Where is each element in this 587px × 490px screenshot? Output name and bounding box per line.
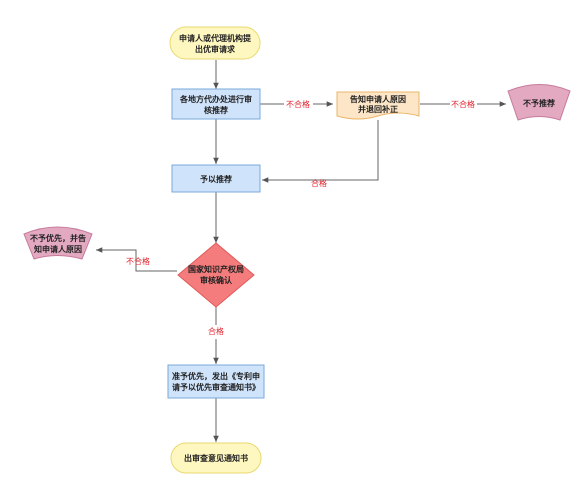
node-not-prioritized: 不予优先，并告 知申请人原因: [23, 226, 93, 260]
node-cnipa-review-line-2: 审核确认: [200, 275, 233, 285]
node-end: 出审查意见通知书: [170, 442, 262, 474]
node-approved-shape: [167, 364, 265, 399]
node-notify-correct: 告知申请人原因 并退回补正: [336, 91, 420, 120]
node-not-prioritized-shape: [23, 226, 93, 260]
node-end-line-1: 出审查意见通知书: [184, 453, 248, 463]
node-cnipa-review-line-1: 国家知识产权局: [188, 264, 244, 274]
edge-label-pass-2: 合格: [208, 326, 224, 336]
node-notify-correct-line-2: 并退回补正: [358, 104, 398, 114]
node-notify-correct-shape: [336, 91, 420, 120]
edge-cnipa-to-not-prioritized: [96, 247, 177, 272]
node-recommended-shape: [171, 164, 261, 193]
edge-label-fail-2: 不合格: [451, 99, 475, 109]
node-start-line-2: 出优审请求: [195, 44, 236, 54]
edge-label-fail-3: 不合格: [126, 256, 150, 266]
node-not-recommended: 不予推荐: [507, 84, 571, 121]
node-approved: 准予优先，发出《专利申 请予以优先审查通知书》: [167, 364, 265, 399]
node-approved-line-1: 准予优先，发出《专利申: [172, 371, 260, 381]
node-cnipa-review-shape: [177, 242, 255, 308]
node-start: 申请人或代理机构提 出优审请求: [169, 26, 261, 60]
node-recommend-review-shape: [171, 88, 261, 120]
node-approved-line-2: 请予以优先审查通知书》: [172, 382, 260, 392]
node-recommended: 予以推荐: [171, 164, 261, 193]
node-start-shape: [169, 26, 261, 60]
node-not-prioritized-line-1: 不予优先，并告: [30, 233, 86, 243]
node-not-prioritized-line-2: 知申请人原因: [34, 244, 82, 254]
node-recommended-line-1: 予以推荐: [200, 174, 232, 184]
node-notify-correct-line-1: 告知申请人原因: [350, 94, 406, 104]
edge-label-pass-1: 合格: [311, 178, 327, 188]
node-start-line-1: 申请人或代理机构提: [179, 33, 252, 43]
edge-labels: 不合格 不合格 合格 不合格 合格: [126, 99, 475, 336]
edge-label-fail-1: 不合格: [286, 99, 310, 109]
node-end-shape: [170, 442, 262, 474]
node-recommend-review-line-1: 各地方代办处进行审: [179, 94, 252, 104]
node-not-recommended-line-1: 不予推荐: [523, 98, 555, 108]
node-cnipa-review: 国家知识产权局 审核确认: [177, 242, 255, 308]
node-recommend-review: 各地方代办处进行审 核推荐: [171, 88, 261, 120]
edge-notify-to-recommended: [262, 120, 379, 183]
edges: [96, 60, 506, 442]
node-recommend-review-line-2: 核推荐: [204, 105, 228, 115]
node-not-recommended-shape: [507, 84, 571, 121]
